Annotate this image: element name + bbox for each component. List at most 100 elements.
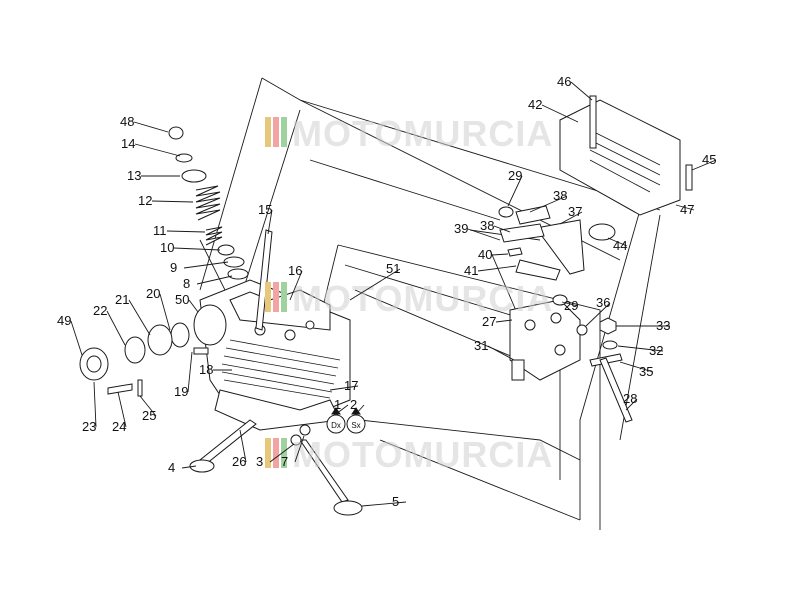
- part-label-4: 4: [168, 460, 175, 475]
- marker-dx-circle: [326, 414, 346, 434]
- part-label-40: 40: [478, 247, 492, 262]
- part-13-retainer: [181, 169, 207, 183]
- part-label-28: 28: [623, 391, 637, 406]
- leader-11: [166, 230, 206, 233]
- leader-38: [493, 225, 511, 233]
- leader-22: [106, 310, 126, 346]
- leader-49: [70, 320, 83, 356]
- leader-7: [294, 435, 305, 463]
- leader-27: [495, 319, 513, 323]
- part-28-pushrod: [599, 357, 633, 423]
- part-38-bush-b: [499, 223, 545, 243]
- part-label-38: 38: [553, 188, 567, 203]
- flag-stripe-3: [281, 117, 287, 147]
- leader-41: [477, 265, 517, 272]
- part-label-29: 29: [564, 298, 578, 313]
- leader-35: [619, 361, 654, 373]
- part-label-31: 31: [474, 338, 488, 353]
- flag-stripe-1: [265, 117, 271, 147]
- leader-2: [355, 404, 365, 415]
- part-label-19: 19: [174, 384, 188, 399]
- leader-37: [559, 211, 583, 225]
- leader-12: [151, 200, 194, 203]
- leader-25: [139, 395, 157, 417]
- part-33-nut: [599, 317, 617, 335]
- leader-46: [570, 81, 593, 101]
- part-label-18: 18: [199, 362, 213, 377]
- leader-48: [133, 121, 169, 133]
- leader-15: [267, 209, 273, 235]
- leader-29: [561, 301, 579, 307]
- part-36-nut: [576, 324, 588, 336]
- leader-4: [181, 465, 197, 469]
- part-label-3: 3: [256, 454, 263, 469]
- part-label-51: 51: [386, 261, 400, 276]
- watermark-text-top: MOTOMURCIA: [292, 113, 553, 154]
- part-15-stud: [255, 229, 273, 331]
- part-label-41: 41: [464, 263, 478, 278]
- leader-39: [467, 228, 501, 241]
- leader-20: [159, 293, 171, 331]
- part-label-5: 5: [392, 494, 399, 509]
- leader-16: [289, 270, 303, 301]
- leader-44: [607, 237, 628, 247]
- leader-28: [625, 398, 638, 411]
- part-label-8: 8: [183, 276, 190, 291]
- part-40-pin: [507, 247, 523, 257]
- part-label-10: 10: [160, 240, 174, 255]
- leader-24: [117, 391, 127, 428]
- part-9-washer-b: [227, 268, 249, 280]
- part-label-26: 26: [232, 454, 246, 469]
- part-31-stud: [511, 359, 525, 381]
- part-9-washer-a: [223, 256, 245, 268]
- part-label-1: 1: [334, 397, 341, 412]
- part-7-seal: [299, 424, 311, 436]
- part-label-13: 13: [127, 168, 141, 183]
- part-5-valve-head: [333, 500, 363, 516]
- leader-23: [93, 381, 97, 428]
- part-label-23: 23: [82, 419, 96, 434]
- part-label-46: 46: [557, 74, 571, 89]
- watermark-middle: MOTOMURCIA: [265, 278, 553, 319]
- part-50-exhaust-port: [193, 304, 227, 346]
- part-46-bolt: [589, 95, 597, 149]
- leader-32: [617, 345, 664, 352]
- leader-47: [675, 204, 695, 211]
- part-label-24: 24: [112, 419, 126, 434]
- marker-sx-text: Sx: [351, 421, 360, 430]
- rocker-assembly: [498, 205, 633, 423]
- leader-9: [183, 261, 229, 269]
- valve-cover: [559, 95, 693, 241]
- side-markers: Dx Sx: [326, 407, 366, 434]
- leader-17: [329, 385, 359, 391]
- watermark-text-middle: MOTOMURCIA: [292, 278, 553, 319]
- part-label-11: 11: [153, 223, 167, 238]
- part-32-washer: [602, 340, 618, 350]
- leader-50: [188, 299, 199, 313]
- part-19-bolt: [193, 347, 209, 355]
- part-10-seat: [217, 244, 235, 256]
- part-label-27: 27: [482, 314, 496, 329]
- part-label-2: 2: [350, 397, 357, 412]
- part-3-seal: [290, 434, 302, 446]
- part-41-rocker: [515, 259, 561, 281]
- part-label-20: 20: [146, 286, 160, 301]
- part-label-29: 29: [508, 168, 522, 183]
- part-label-33: 33: [656, 318, 670, 333]
- cylinder-head: [193, 229, 351, 431]
- part-label-48: 48: [120, 114, 134, 129]
- leader-21: [128, 299, 151, 336]
- part-11-inner-spring: [205, 226, 223, 246]
- part-label-49: 49: [57, 313, 71, 328]
- part-label-9: 9: [170, 260, 177, 275]
- part-label-45: 45: [702, 152, 716, 167]
- valve-spring-assembly: [168, 126, 249, 280]
- part-label-22: 22: [93, 303, 107, 318]
- flag-stripe-2: [273, 117, 279, 147]
- part-label-42: 42: [528, 97, 542, 112]
- leader-45: [691, 159, 717, 171]
- watermark-bottom: MOTOMURCIA: [265, 434, 552, 475]
- leader-51: [349, 268, 401, 301]
